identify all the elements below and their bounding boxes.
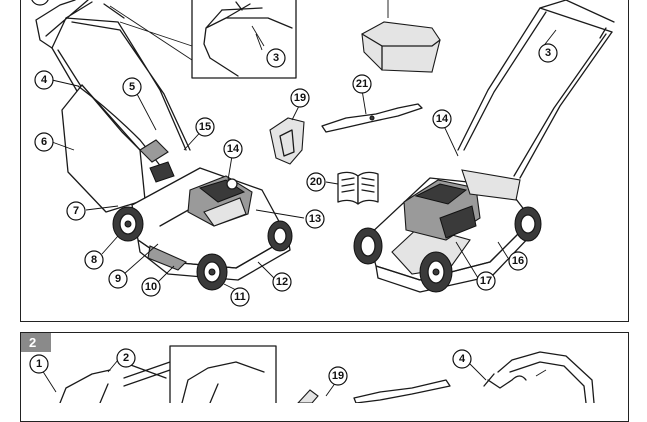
callout-label: 3 [273,52,279,64]
callout-1-fig2: 1 [29,354,49,374]
callout-label: 13 [309,213,321,225]
callout-label: 7 [73,205,79,217]
callout-label: 4 [459,353,466,365]
figure-2-drawing [59,345,595,403]
callout-4-fig2: 4 [452,349,472,369]
leader-lines [41,29,557,397]
callout-19: 19 [290,88,310,108]
callout-3-right: 3 [538,43,558,63]
callout-15: 15 [195,117,215,137]
callout-label: 16 [512,255,524,267]
callout-17: 17 [476,271,496,291]
figure-number-tab: 2 [21,333,51,352]
mulching-plug [269,117,305,165]
callout-2-fig2: 2 [116,348,136,368]
callout-11: 11 [230,287,250,307]
callout-label: 1 [36,358,42,370]
callout-9: 9 [108,269,128,289]
callout-21: 21 [352,74,372,94]
callout-label: 2 [123,352,129,364]
callout-19-fig2: 19 [328,366,348,386]
left-mower [35,0,293,291]
callout-label: 9 [115,273,121,285]
callout-label: 19 [294,92,306,104]
callout-3-left: 3 [266,48,286,68]
catcher-cover [361,0,441,73]
right-mower [353,0,615,293]
callout-4: 4 [34,70,54,90]
callout-label: 14 [227,143,240,155]
callout-14-left: 14 [223,139,243,159]
callouts: 3 3 4 5 6 7 8 9 10 11 12 13 14 15 19 21 … [29,0,558,386]
callout-label: 14 [436,113,449,125]
callout-8: 8 [84,250,104,270]
callout-label: 19 [332,370,344,382]
callout-6: 6 [34,132,54,152]
callout-13: 13 [305,209,325,229]
book-icon [337,171,379,205]
mower-diagram: 3 3 4 5 6 7 8 9 10 11 12 13 14 15 19 21 … [29,0,615,403]
callout-16: 16 [508,251,528,271]
blade [321,103,423,133]
callout-5: 5 [122,77,142,97]
callout-12: 12 [272,272,292,292]
callout-label: 10 [145,281,157,293]
callout-3-top: 3 [31,0,49,6]
callout-14-right: 14 [432,109,452,129]
manual-illustration: 2 [20,0,629,422]
callout-label: 8 [91,254,97,266]
callout-label: 11 [234,291,246,303]
callout-label: 17 [480,275,492,287]
callout-label: 15 [199,121,211,133]
callout-10: 10 [141,277,161,297]
callout-label: 3 [37,0,43,2]
callout-label: 20 [310,176,322,188]
callout-label: 3 [545,47,551,59]
callout-label: 5 [129,81,135,93]
callout-7: 7 [66,201,86,221]
callout-label: 4 [41,74,48,86]
callout-label: 6 [41,136,47,148]
callout-label: 21 [356,78,368,90]
callout-20: 20 [306,172,326,192]
callout-label: 12 [276,276,288,288]
